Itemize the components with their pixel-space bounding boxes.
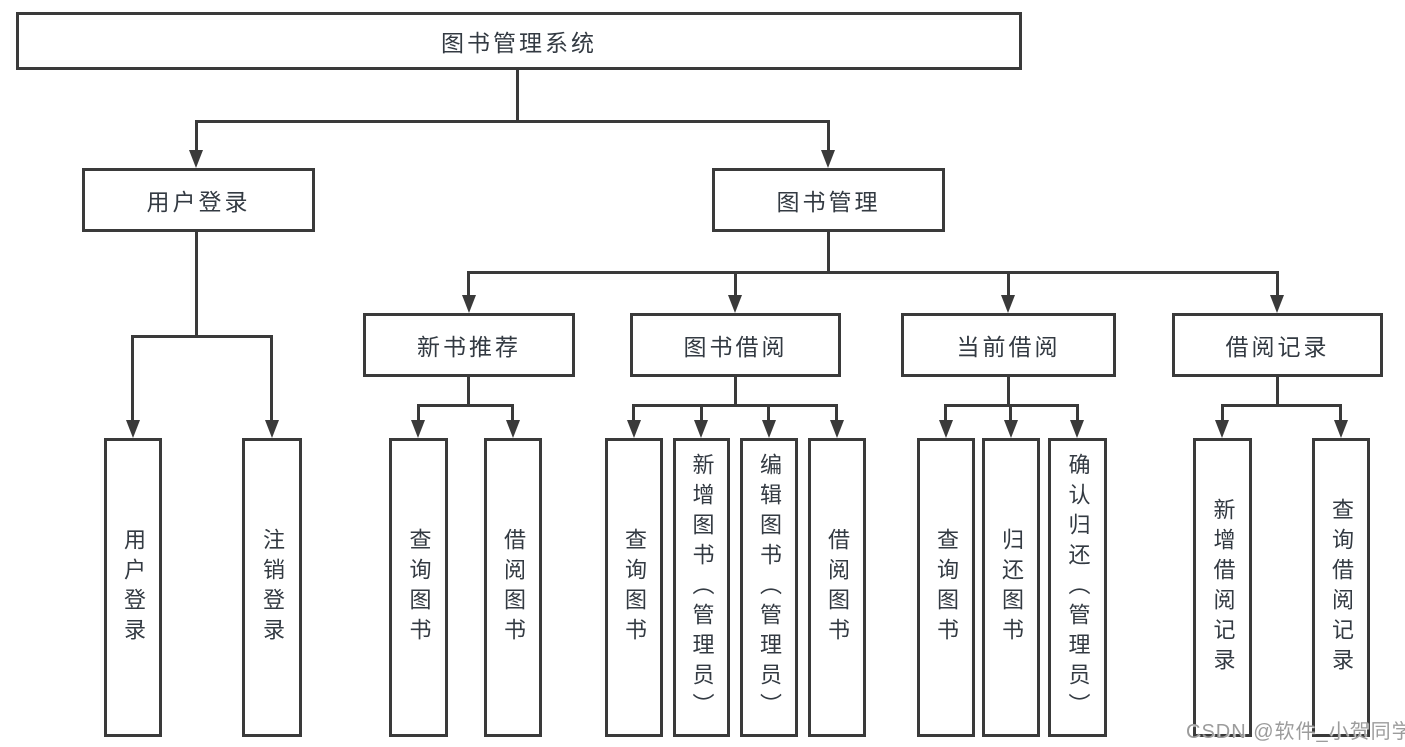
arrow-down-icon [1004,420,1018,438]
arrow-down-icon [1334,420,1348,438]
node-label: 注销登录 [260,527,285,648]
node-label: 确认归还（管理员） [1065,452,1091,723]
node-new-book-recommendation: 新书推荐 [363,313,575,377]
connector-line [195,232,198,337]
node-label: 新增借阅记录 [1210,497,1236,678]
connector-line [467,271,470,297]
connector-line [516,68,519,122]
node-query-books: 查询图书 [605,438,663,737]
connector-line [632,404,635,420]
arrow-down-icon [265,420,279,438]
connector-line [1221,404,1341,407]
node-label: 借阅图书 [501,527,526,648]
arrow-down-icon [762,420,776,438]
connector-line [1076,404,1079,420]
connector-line [632,404,837,407]
arrow-down-icon [1215,420,1229,438]
connector-line [467,377,470,406]
connector-line [1339,404,1342,420]
arrow-down-icon [694,420,708,438]
connector-line [827,120,830,152]
arrow-down-icon [411,420,425,438]
connector-line [827,232,830,273]
connector-line [700,404,703,420]
connector-line [1276,377,1279,406]
node-confirm-return-admin: 确认归还（管理员） [1048,438,1107,737]
node-return-books: 归还图书 [982,438,1040,737]
connector-line [195,120,198,152]
node-user-login-leaf: 用户登录 [104,438,162,737]
node-borrowing-records: 借阅记录 [1172,313,1383,377]
node-label: 借阅图书 [825,527,850,648]
node-borrow-books: 借阅图书 [808,438,866,737]
node-borrow-books: 借阅图书 [484,438,542,737]
arrow-down-icon [830,420,844,438]
connector-line [1276,271,1279,297]
connector-line [417,404,420,420]
node-label: 归还图书 [999,527,1024,648]
connector-line [1007,377,1010,406]
connector-line [1009,404,1012,420]
connector-line [1007,271,1010,297]
connector-line [511,404,514,420]
connector-line [767,404,770,420]
connector-line [734,271,737,297]
arrow-down-icon [462,295,476,313]
arrow-down-icon [939,420,953,438]
arrow-down-icon [821,150,835,168]
arrow-down-icon [627,420,641,438]
csdn-watermark: CSDN @软件_小贺同学 [1186,721,1405,743]
node-edit-books-admin: 编辑图书（管理员） [740,438,798,737]
node-add-books-admin: 新增图书（管理员） [673,438,730,737]
arrow-down-icon [506,420,520,438]
connector-line [195,120,830,123]
node-label: 查询借阅记录 [1329,497,1354,678]
arrow-down-icon [1001,295,1015,313]
arrow-down-icon [728,295,742,313]
node-user-login: 用户登录 [82,168,315,232]
arrow-down-icon [189,150,203,168]
node-query-borrow-record: 查询借阅记录 [1312,438,1370,737]
connector-line [734,377,737,406]
node-logout-login: 注销登录 [242,438,302,737]
node-label: 用户登录 [121,527,146,648]
node-query-books: 查询图书 [917,438,975,737]
node-query-books: 查询图书 [389,438,448,737]
connector-line [131,335,273,338]
node-label: 新增图书（管理员） [689,452,715,723]
connector-line [944,404,947,420]
node-label: 编辑图书（管理员） [757,452,782,723]
connector-line [131,335,134,422]
node-add-borrow-record: 新增借阅记录 [1193,438,1252,737]
node-label: 查询图书 [934,527,959,648]
node-label: 查询图书 [622,527,647,648]
node-library-management-system: 图书管理系统 [16,12,1022,70]
node-book-management: 图书管理 [712,168,945,232]
arrow-down-icon [1070,420,1084,438]
connector-line [835,404,838,420]
connector-line [467,271,1278,274]
connector-line [1221,404,1224,420]
connector-line [417,404,514,407]
connector-line [270,335,273,422]
arrow-down-icon [1270,295,1284,313]
node-current-borrowing: 当前借阅 [901,313,1116,377]
arrow-down-icon [126,420,140,438]
node-label: 查询图书 [406,527,432,648]
node-book-borrowing: 图书借阅 [630,313,841,377]
